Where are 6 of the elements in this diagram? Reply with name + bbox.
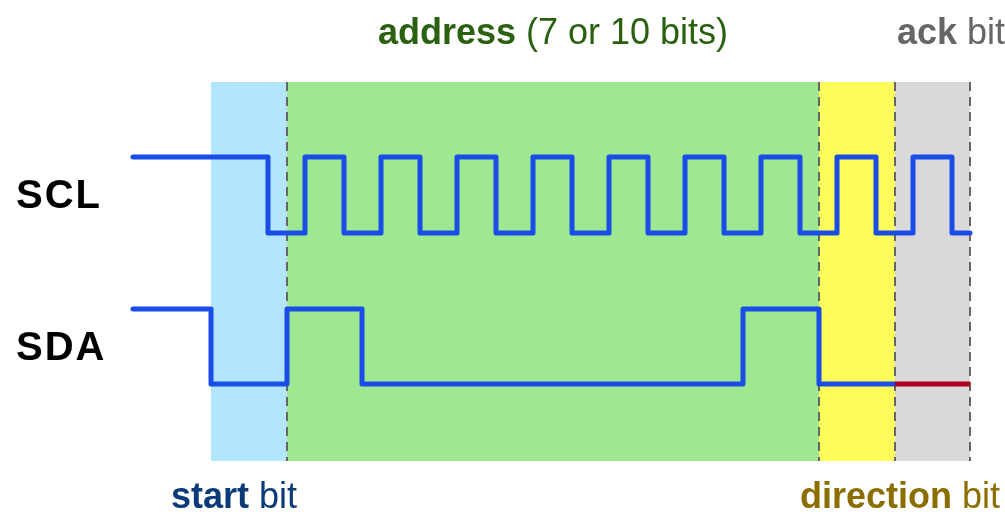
- band-title: direction bit: [799, 474, 1000, 515]
- band-title: ack bit: [896, 10, 1005, 54]
- band-title: start bit: [171, 474, 298, 515]
- signal-name: SDA: [16, 323, 107, 370]
- band-title: address (7 or 10 bits): [376, 10, 730, 54]
- signal-name: SCL: [16, 171, 102, 218]
